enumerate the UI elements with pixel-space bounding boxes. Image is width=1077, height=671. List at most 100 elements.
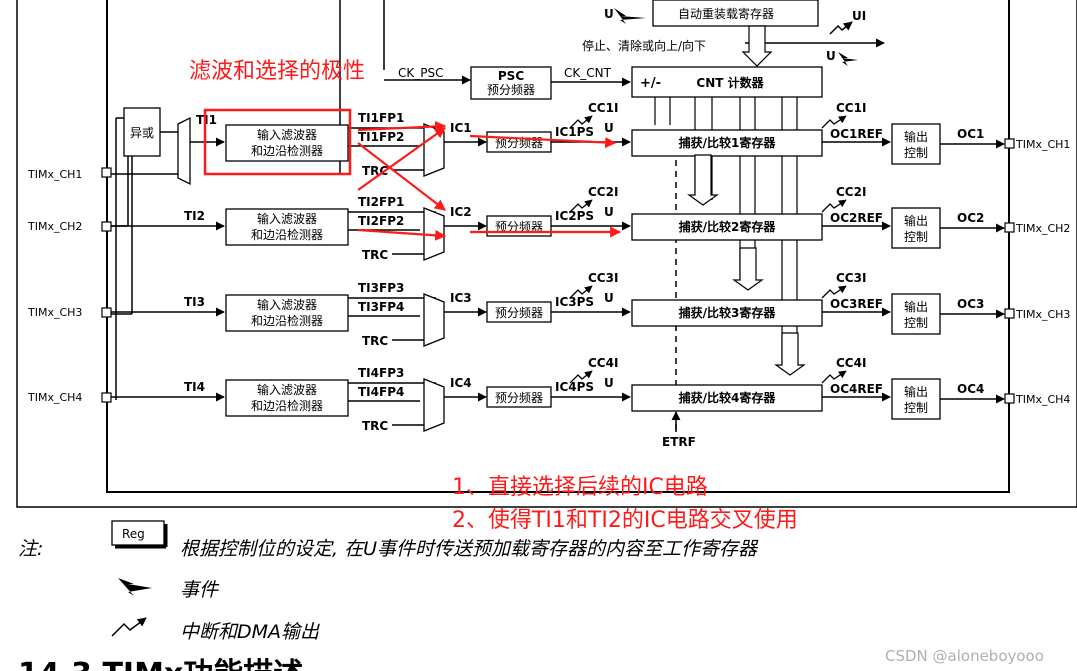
red-crossing-arrows bbox=[357, 120, 622, 241]
etrf-label: ETRF bbox=[662, 435, 696, 449]
ocref-label: OC2REF bbox=[830, 211, 883, 225]
fp-a-label: TI4FP3 bbox=[358, 366, 404, 380]
filter-line-2: 和边沿检测器 bbox=[251, 227, 323, 242]
cci-in-label: CC2I bbox=[588, 185, 618, 199]
ic-prescaler-label: 预分频器 bbox=[495, 391, 543, 405]
top-event-icon-2 bbox=[838, 52, 858, 66]
input-pin-label: TIMx_CH2 bbox=[27, 220, 82, 233]
reg-legend-box bbox=[111, 520, 165, 546]
cci-in-label: CC4I bbox=[588, 356, 618, 370]
xor-mux bbox=[177, 116, 191, 186]
input-select-mux bbox=[423, 293, 445, 347]
irq-out-icon bbox=[821, 115, 847, 129]
capture-compare-label: 捕获/比较1寄存器 bbox=[679, 135, 777, 150]
ic-prescaler-label: 预分频器 bbox=[495, 220, 543, 234]
icps-label: IC4PS bbox=[555, 380, 594, 394]
fp-a-label: TI2FP1 bbox=[358, 195, 404, 209]
output-control-box bbox=[891, 123, 941, 165]
fp-a-label: TI1FP1 bbox=[358, 111, 404, 125]
filter-line-1: 输入滤波器 bbox=[257, 382, 317, 397]
fp-b-label: TI1FP2 bbox=[358, 130, 404, 144]
reload-hollow-arrow bbox=[741, 25, 773, 67]
polarity-highlight-box bbox=[203, 108, 352, 176]
cnt-counter-label: CNT 计数器 bbox=[696, 75, 764, 90]
event-legend-desc: 事件 bbox=[180, 579, 220, 601]
output-pin-label: TIMx_CH2 bbox=[1015, 222, 1070, 235]
input-pin-label: TIMx_CH4 bbox=[27, 391, 82, 404]
capture-compare-register bbox=[631, 299, 823, 327]
input-pin-square bbox=[101, 167, 112, 178]
ocref-label: OC4REF bbox=[830, 382, 883, 396]
u-label: U bbox=[604, 376, 614, 390]
psc-box bbox=[470, 66, 552, 100]
ti-label: TI3 bbox=[184, 295, 205, 309]
icps-label: IC3PS bbox=[555, 295, 594, 309]
output-pin-square bbox=[1004, 222, 1015, 233]
annotation-point-2: 2、使得TI1和TI2的IC电路交叉使用 bbox=[452, 508, 798, 533]
psc-title: PSC bbox=[498, 69, 524, 83]
ocref-label: OC1REF bbox=[830, 127, 883, 141]
input-pin-square bbox=[101, 221, 112, 232]
cci-in-label: CC1I bbox=[588, 101, 618, 115]
reg-legend-desc: 根据控制位的设定, 在U事件时传送预加载寄存器的内容至工作寄存器 bbox=[180, 538, 759, 560]
output-line-2: 控制 bbox=[904, 146, 928, 160]
filter-line-2: 和边沿检测器 bbox=[251, 398, 323, 413]
stop-clear-label: 停止、清除或向上/向下 bbox=[582, 38, 706, 53]
fp-a-label: TI3FP3 bbox=[358, 281, 404, 295]
auto-reload-register-label: 自动重装载寄存器 bbox=[678, 6, 774, 21]
ti-label: TI1 bbox=[196, 113, 217, 127]
ck-psc-label: CK_PSC bbox=[398, 66, 443, 80]
output-line-2: 控制 bbox=[904, 230, 928, 244]
output-line-1: 输出 bbox=[904, 213, 928, 228]
fp-b-label: TI2FP2 bbox=[358, 214, 404, 228]
irq-out-icon bbox=[821, 285, 847, 299]
capture-compare-register bbox=[631, 129, 823, 157]
input-filter-box bbox=[225, 294, 349, 332]
input-select-mux bbox=[423, 207, 445, 261]
trc-label: TRC bbox=[362, 419, 388, 433]
capture-compare-label: 捕获/比较2寄存器 bbox=[679, 219, 777, 234]
output-control-box bbox=[891, 207, 941, 249]
filter-line-1: 输入滤波器 bbox=[257, 211, 317, 226]
filter-line-1: 输入滤波器 bbox=[257, 127, 317, 142]
output-pin-label: TIMx_CH4 bbox=[1015, 393, 1070, 406]
filter-line-1: 输入滤波器 bbox=[257, 297, 317, 312]
irq-legend-desc: 中断和DMA输出 bbox=[180, 621, 320, 643]
reg-legend-label: Reg bbox=[122, 527, 145, 541]
input-select-mux bbox=[423, 378, 445, 432]
top-u-label: U bbox=[604, 7, 614, 21]
section-heading: 14.3 TIMx功能描述 bbox=[18, 657, 303, 671]
output-pin-label: TIMx_CH1 bbox=[1015, 138, 1070, 151]
output-control-box bbox=[891, 293, 941, 335]
cnt-plus-minus: +/- bbox=[640, 76, 661, 91]
trc-label: TRC bbox=[362, 248, 388, 262]
irq-icon bbox=[569, 199, 593, 213]
ui-irq-icon bbox=[829, 21, 853, 35]
output-line-1: 输出 bbox=[904, 299, 928, 314]
ic-label: IC3 bbox=[450, 291, 472, 305]
oc-label: OC4 bbox=[957, 382, 984, 396]
output-line-2: 控制 bbox=[904, 401, 928, 415]
irq-icon bbox=[569, 370, 593, 384]
capture-compare-label: 捕获/比较3寄存器 bbox=[679, 305, 777, 320]
ck-cnt-label: CK_CNT bbox=[564, 66, 612, 80]
cci-in-label: CC3I bbox=[588, 271, 618, 285]
output-control-box bbox=[891, 378, 941, 420]
output-pin-square bbox=[1004, 393, 1015, 404]
compare-hollow-arrow bbox=[732, 247, 764, 291]
output-pin-square bbox=[1004, 138, 1015, 149]
u-label: U bbox=[604, 121, 614, 135]
annotation-point-1: 1、直接选择后续的IC电路 bbox=[452, 475, 708, 500]
output-line-2: 控制 bbox=[904, 316, 928, 330]
output-line-1: 输出 bbox=[904, 129, 928, 144]
input-filter-box bbox=[225, 124, 349, 162]
ic-label: IC2 bbox=[450, 205, 472, 219]
cnt-counter-box bbox=[631, 66, 823, 98]
irq-icon bbox=[569, 115, 593, 129]
input-pin-square bbox=[101, 392, 112, 403]
oc-label: OC1 bbox=[957, 127, 984, 141]
irq-out-icon bbox=[821, 199, 847, 213]
irq-legend-icon bbox=[111, 617, 147, 637]
top-u2-label: U bbox=[826, 49, 836, 63]
